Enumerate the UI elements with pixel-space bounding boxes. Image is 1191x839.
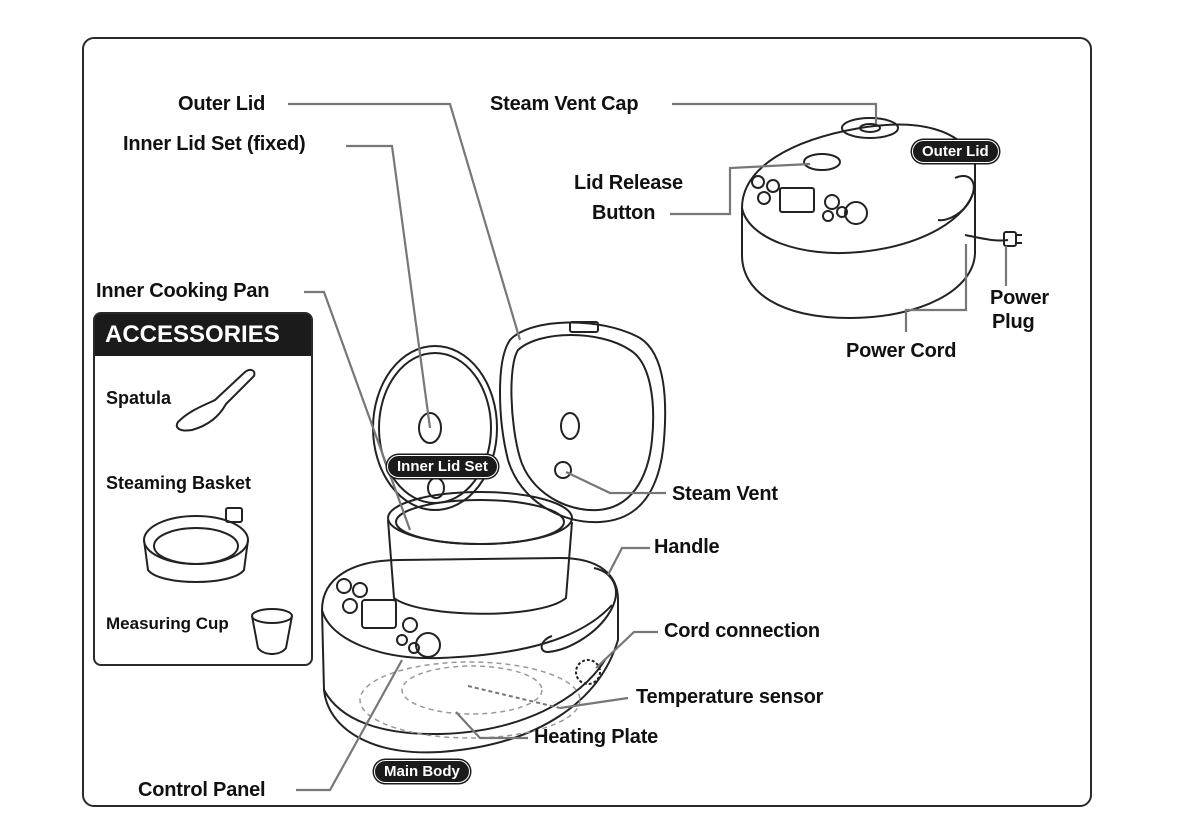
label-cord-connection: Cord connection (664, 621, 820, 641)
label-steam-vent: Steam Vent (672, 484, 778, 504)
label-lid-release-line1: Lid Release (574, 173, 683, 193)
label-temperature-sensor: Temperature sensor (636, 687, 823, 707)
accessory-measuring-cup-label: Measuring Cup (106, 614, 229, 634)
label-control-panel: Control Panel (138, 780, 265, 800)
pill-inner-lid-set: Inner Lid Set (387, 455, 498, 478)
accessory-spatula-label: Spatula (106, 388, 171, 409)
label-handle: Handle (654, 537, 719, 557)
label-power-cord: Power Cord (846, 341, 956, 361)
label-inner-cooking-pan: Inner Cooking Pan (96, 281, 269, 301)
label-power-plug-line1: Power (990, 288, 1049, 308)
main-body-drawing (322, 492, 618, 752)
accessory-steaming-basket-label: Steaming Basket (106, 473, 251, 494)
pill-outer-lid: Outer Lid (912, 140, 999, 163)
label-power-plug-line2: Plug (992, 312, 1035, 332)
label-outer-lid: Outer Lid (178, 94, 265, 114)
inner-lid-drawing (373, 346, 497, 510)
pill-main-body: Main Body (374, 760, 470, 783)
label-inner-lid-set-fixed: Inner Lid Set (fixed) (123, 134, 305, 154)
label-heating-plate: Heating Plate (534, 727, 658, 747)
accessories-title: ACCESSORIES (95, 314, 311, 356)
label-lid-release-line2: Button (592, 203, 655, 223)
label-steam-vent-cap: Steam Vent Cap (490, 94, 638, 114)
